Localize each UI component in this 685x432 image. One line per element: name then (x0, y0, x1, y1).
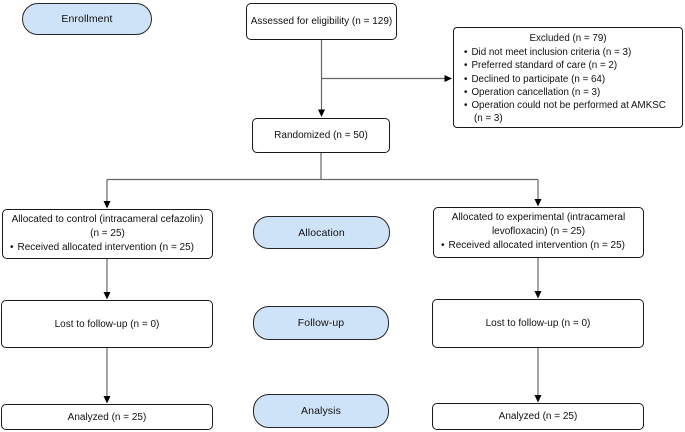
node-allocated-control-title: Allocated to control (intracameral cefaz… (11, 214, 204, 239)
bullet-item: Operation cancellation (n = 3) (462, 86, 674, 99)
node-allocated-control: Allocated to control (intracameral cefaz… (2, 209, 213, 259)
node-excluded: Excluded (n = 79) Did not meet inclusion… (453, 27, 683, 128)
stage-label-enrollment: Enrollment (61, 13, 113, 25)
node-analyzed-control-label: Analyzed (n = 25) (67, 411, 147, 423)
node-randomized: Randomized (n = 50) (252, 118, 390, 153)
stage-pill-analysis: Analysis (253, 394, 389, 428)
bullet-item: Declined to participate (n = 64) (462, 73, 674, 86)
stage-label-analysis: Analysis (301, 405, 341, 417)
node-allocated-experimental-details: Received allocated intervention (n = 25) (439, 239, 638, 253)
node-lost-control-label: Lost to follow-up (n = 0) (54, 318, 160, 330)
connector-control-alloc-to-lost (103, 259, 111, 300)
stage-label-follow-up: Follow-up (297, 317, 345, 329)
connector-experimental-alloc-to-lost (534, 258, 542, 299)
node-lost-experimental-label: Lost to follow-up (n = 0) (485, 318, 591, 329)
connector-experimental-lost-to-analyzed (534, 348, 542, 403)
node-assessed-label: Assessed for eligibility (n = 129) (250, 16, 393, 27)
connector-control-lost-to-analyzed (103, 348, 111, 404)
node-excluded-title: Excluded (n = 79) (529, 33, 607, 44)
bullet-item: Operation could not be performed at AMKS… (462, 99, 674, 125)
node-lost-control: Lost to follow-up (n = 0) (1, 300, 213, 348)
node-assessed-for-eligibility: Assessed for eligibility (n = 129) (246, 3, 397, 40)
stage-pill-enrollment: Enrollment (22, 3, 152, 35)
node-analyzed-experimental-label: Analyzed (n = 25) (498, 411, 578, 422)
stage-pill-follow-up: Follow-up (253, 306, 389, 340)
node-allocated-experimental: Allocated to experimental (intracameral … (433, 207, 644, 258)
bullet-item: Received allocated intervention (n = 25) (8, 241, 207, 255)
bullet-item: Preferred standard of care (n = 2) (462, 59, 674, 72)
node-analyzed-experimental: Analyzed (n = 25) (432, 403, 644, 430)
connector-assessed-to-randomized (318, 40, 325, 117)
stage-pill-allocation: Allocation (253, 216, 390, 249)
node-analyzed-control: Analyzed (n = 25) (1, 404, 213, 430)
node-lost-experimental: Lost to follow-up (n = 0) (432, 299, 644, 348)
stage-label-allocation: Allocation (298, 226, 345, 239)
node-allocated-experimental-title: Allocated to experimental (intracameral … (451, 212, 626, 237)
node-randomized-label: Randomized (n = 50) (274, 130, 368, 141)
bullet-item: Received allocated intervention (n = 25) (439, 239, 638, 253)
connector-assessed-to-excluded (321, 75, 452, 82)
bullet-item: Did not meet inclusion criteria (n = 3) (462, 46, 674, 59)
connector-randomized-split (103, 153, 542, 209)
node-allocated-control-details: Received allocated intervention (n = 25) (8, 241, 207, 255)
node-excluded-reasons: Did not meet inclusion criteria (n = 3)P… (462, 46, 674, 125)
